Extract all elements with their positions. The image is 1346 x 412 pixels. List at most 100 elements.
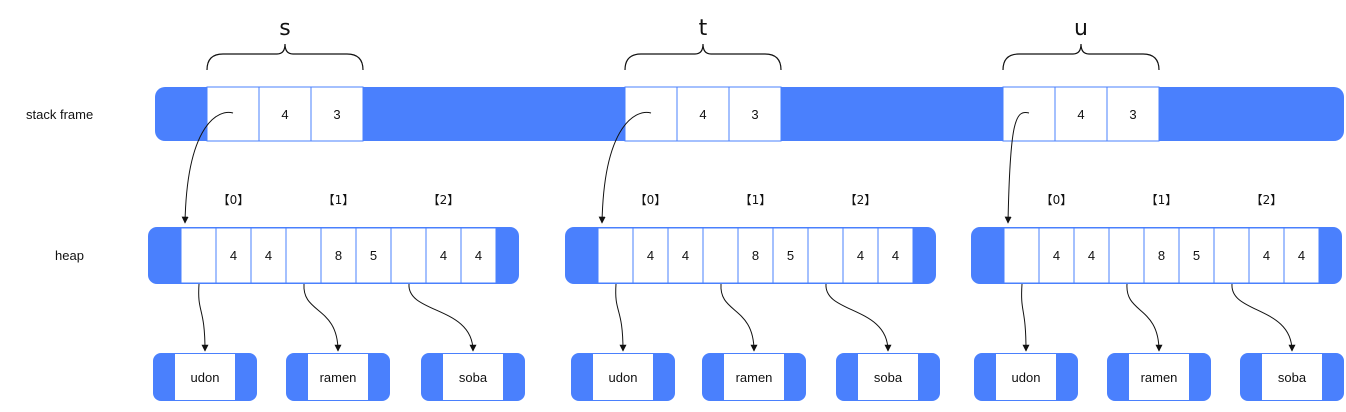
heap-to-string-pointer <box>198 283 209 352</box>
heap-cell-value: 4 <box>1088 248 1095 263</box>
heap-cell-value: 4 <box>475 248 482 263</box>
heap-cell-value: 8 <box>752 248 759 263</box>
string-cell <box>858 354 918 400</box>
heap-cell-value: 4 <box>230 248 237 263</box>
heap-cell-value: 4 <box>440 248 447 263</box>
string-cell <box>724 354 784 400</box>
heap-to-string-pointer <box>1021 283 1030 352</box>
heap-cell <box>1178 227 1215 284</box>
heap-to-string-pointer <box>408 283 477 352</box>
heap-cell <box>1213 227 1250 284</box>
heap-cell-value: 5 <box>1193 248 1200 263</box>
string-cell <box>175 354 235 400</box>
heap-cell <box>425 227 462 284</box>
variable-name: s <box>279 16 290 41</box>
stack-cell-value: 3 <box>333 107 340 122</box>
heap-label: heap <box>55 248 84 263</box>
heap-cell <box>772 227 809 284</box>
heap-cell-value: 4 <box>1053 248 1060 263</box>
heap-to-string-pointer <box>1126 283 1163 352</box>
heap-cell-value: 5 <box>787 248 794 263</box>
string-value: udon <box>191 370 220 385</box>
stack-cell <box>728 86 782 142</box>
string-value: udon <box>1012 370 1041 385</box>
string-cell <box>1262 354 1322 400</box>
stack-cell <box>1106 86 1160 142</box>
brace <box>206 43 364 71</box>
heap-cell <box>355 227 392 284</box>
heap-cell <box>877 227 914 284</box>
array-index: 【1】 <box>323 193 355 207</box>
stack-cell-value: 4 <box>281 107 288 122</box>
heap-cell-value: 4 <box>892 248 899 263</box>
string-value: soba <box>459 370 488 385</box>
heap-to-string-pointer <box>303 283 342 352</box>
stack-cell-value: 4 <box>1077 107 1084 122</box>
array-index: 【2】 <box>1251 193 1283 207</box>
string-cell <box>308 354 368 400</box>
array-index: 【2】 <box>428 193 460 207</box>
heap-cell <box>807 227 844 284</box>
heap-cell-value: 5 <box>370 248 377 263</box>
string-value: soba <box>1278 370 1307 385</box>
heap-cell-value: 4 <box>1263 248 1270 263</box>
string-value: ramen <box>320 370 357 385</box>
heap-cell <box>1108 227 1145 284</box>
heap-cell <box>1003 227 1040 284</box>
heap-cell <box>597 227 634 284</box>
heap-cell <box>460 227 497 284</box>
brace <box>624 43 782 71</box>
heap-cell <box>1038 227 1075 284</box>
heap-cell-value: 4 <box>647 248 654 263</box>
heap-to-string-pointer <box>825 283 892 352</box>
string-cell <box>996 354 1056 400</box>
heap-cell <box>1248 227 1285 284</box>
stack-to-heap-pointer <box>1004 111 1030 224</box>
heap-cell <box>632 227 669 284</box>
stack-cell <box>1054 86 1108 142</box>
string-value: udon <box>609 370 638 385</box>
string-cell <box>593 354 653 400</box>
array-index: 【1】 <box>740 193 772 207</box>
heap-cell <box>215 227 252 284</box>
heap-cell-value: 4 <box>682 248 689 263</box>
heap-cell-value: 4 <box>857 248 864 263</box>
stack-cell <box>310 86 364 142</box>
stack-cell-value: 3 <box>1129 107 1136 122</box>
heap-cell-value: 4 <box>265 248 272 263</box>
string-cell <box>443 354 503 400</box>
string-value: ramen <box>736 370 773 385</box>
heap-to-string-pointer <box>615 283 627 352</box>
heap-to-string-pointer <box>1231 283 1296 352</box>
heap-to-string-pointer <box>720 283 758 352</box>
stack-to-heap-pointer <box>181 111 234 224</box>
heap-cell <box>737 227 774 284</box>
array-index: 【2】 <box>845 193 877 207</box>
stack-cell <box>206 86 260 142</box>
heap-cell <box>250 227 287 284</box>
stack-cell <box>1002 86 1056 142</box>
array-index: 【1】 <box>1146 193 1178 207</box>
stack-cell-value: 3 <box>751 107 758 122</box>
string-value: soba <box>874 370 903 385</box>
heap-cell <box>1283 227 1320 284</box>
array-index: 【0】 <box>1041 193 1073 207</box>
variable-groups: s 4 3 4 4 8 5 4 4 【0】 【1】 【2】 udon ramen soba t 4 3 4 4 8 5 4 4… <box>148 16 1344 401</box>
stack-to-heap-pointer <box>598 111 652 224</box>
heap-cell-value: 8 <box>1158 248 1165 263</box>
stack-cell <box>624 86 678 142</box>
brace <box>1002 43 1160 71</box>
string-value: ramen <box>1141 370 1178 385</box>
variable-name: t <box>699 16 708 41</box>
heap-cell <box>390 227 427 284</box>
heap-cell <box>285 227 322 284</box>
stack-frame-label: stack frame <box>26 107 93 122</box>
heap-cell <box>180 227 217 284</box>
heap-cell <box>702 227 739 284</box>
variable-name: u <box>1074 16 1088 41</box>
stack-cell-value: 4 <box>699 107 706 122</box>
